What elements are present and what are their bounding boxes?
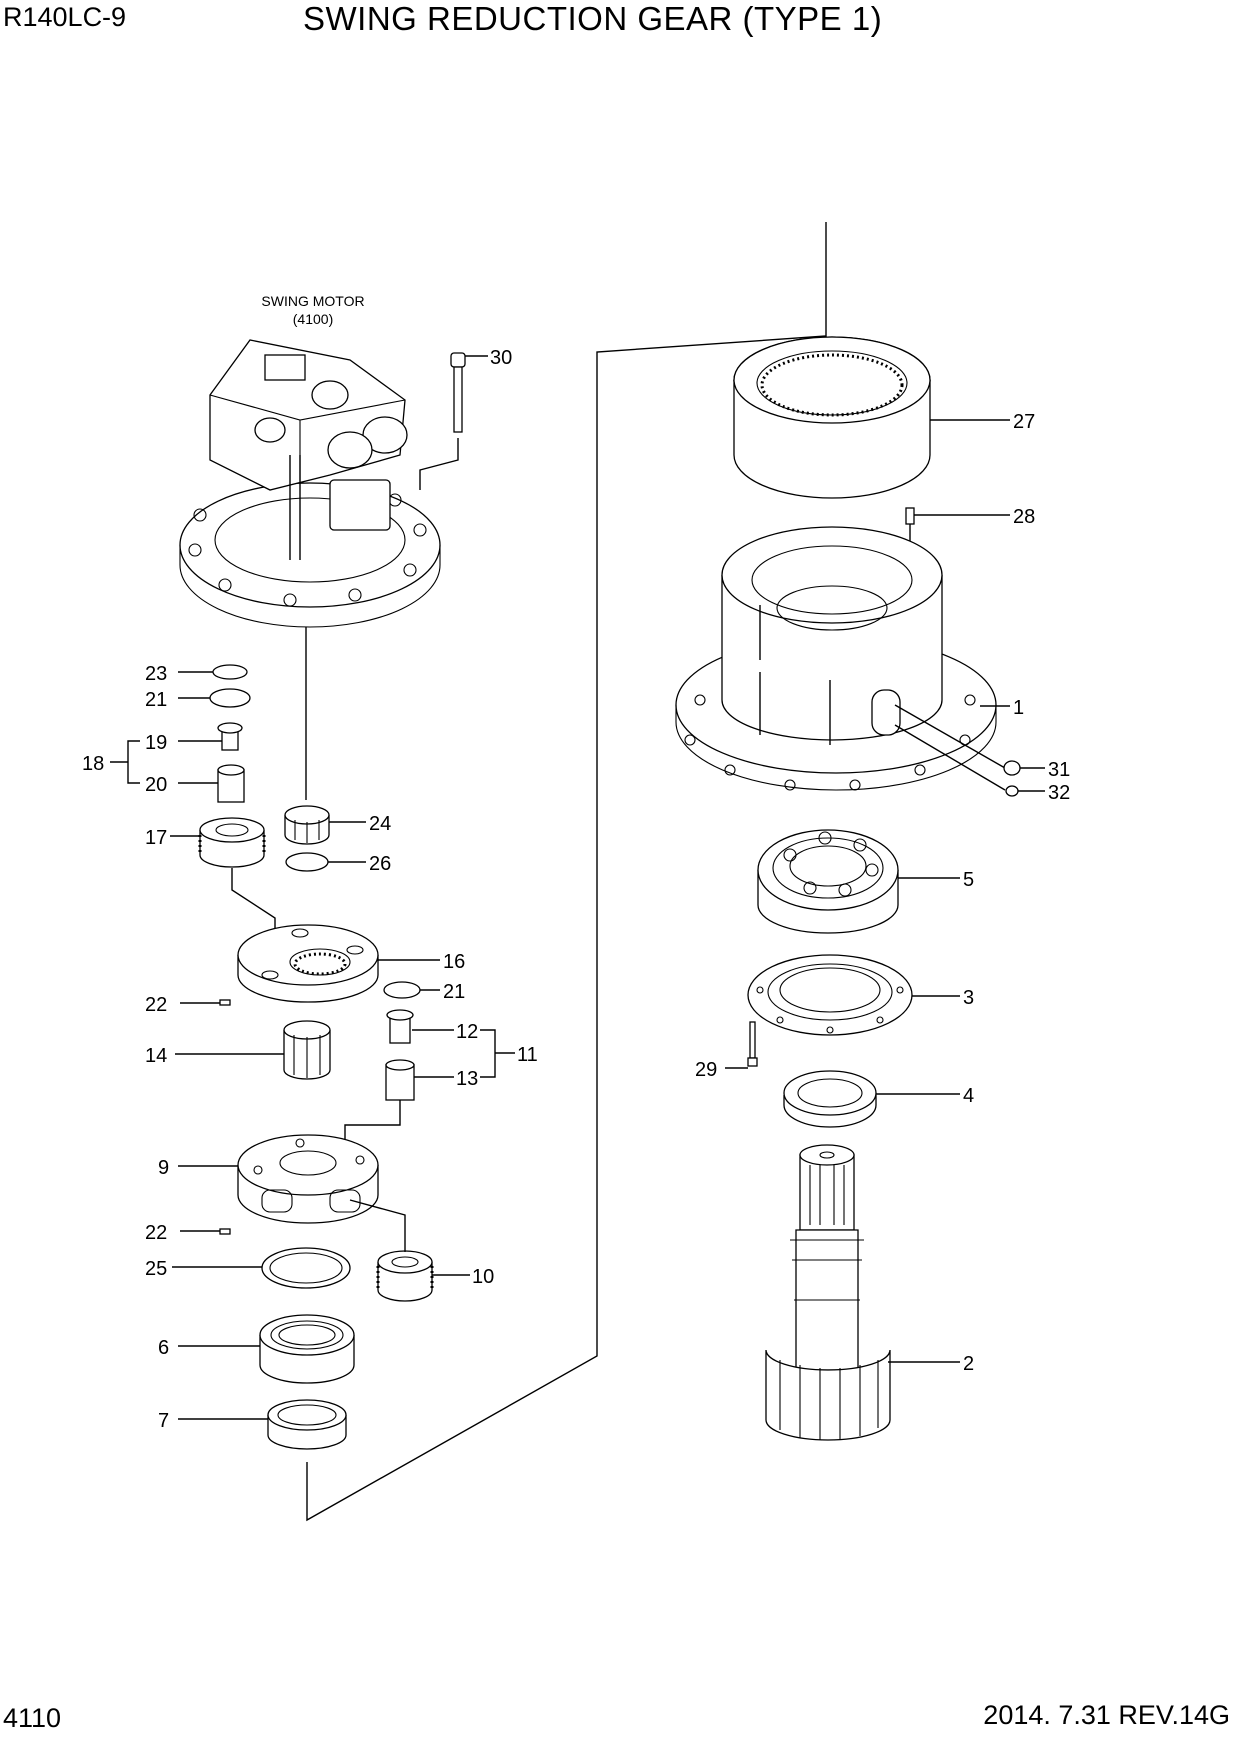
part-1-housing (675, 526, 997, 791)
part-13-bushing (385, 1059, 415, 1101)
revision-stamp: 2014. 7.31 REV.14G (983, 1700, 1230, 1730)
callout-27: 27 (1013, 411, 1035, 433)
part-19-pin (217, 722, 243, 751)
part-21-washer-2 (383, 981, 421, 999)
callout-13: 13 (456, 1068, 478, 1090)
callout-26: 26 (369, 853, 391, 875)
part-3-cover (747, 954, 913, 1036)
callout-28: 28 (1013, 506, 1035, 528)
model-number: R140LC-9 (3, 2, 127, 32)
callout-29: 29 (695, 1059, 717, 1081)
callout-14: 14 (145, 1045, 167, 1067)
part-2-pinion-shaft (765, 1144, 891, 1441)
part-16-carrier (237, 924, 379, 1003)
callout-23: 23 (145, 663, 167, 685)
part-21-washer (209, 688, 251, 708)
callout-19: 19 (145, 732, 167, 754)
part-26-ring (285, 852, 329, 872)
callout-22-lower: 22 (145, 1222, 167, 1244)
part-9-carrier (237, 1134, 379, 1224)
assembly-boundary-line (306, 222, 827, 1522)
callout-32: 32 (1048, 782, 1070, 804)
part-7-collar (267, 1399, 347, 1450)
callout-7: 7 (158, 1410, 169, 1432)
callout-16: 16 (443, 951, 465, 973)
callout-12: 12 (456, 1021, 478, 1043)
callout-11: 11 (517, 1044, 538, 1066)
callout-10: 10 (472, 1266, 494, 1288)
part-10-planet-gear (376, 1250, 434, 1302)
callout-2: 2 (963, 1353, 974, 1375)
part-24-sun-gear (284, 805, 330, 845)
swing-motor-drawing (179, 339, 441, 628)
part-22-pin-lower (219, 1228, 231, 1235)
part-28-pin (905, 507, 915, 525)
part-14-gear (283, 1020, 331, 1080)
part-6-bearing (259, 1314, 355, 1384)
part-27-ring-gear (733, 336, 931, 499)
part-17-planet-gear (198, 817, 266, 868)
part-29-bolt (747, 1021, 758, 1067)
swing-motor-ref: (4100) (293, 311, 333, 327)
callout-30: 30 (490, 347, 512, 369)
part-4-seal (783, 1070, 877, 1128)
callout-24: 24 (369, 813, 391, 835)
part-32-plug (1005, 785, 1019, 797)
callout-18: 18 (82, 753, 104, 775)
part-30-bolt (450, 352, 466, 433)
callout-21-mid: 21 (443, 981, 465, 1003)
callout-6: 6 (158, 1337, 169, 1359)
part-22-pin-upper (219, 999, 231, 1006)
part-31-plug (1003, 760, 1021, 776)
callout-1: 1 (1013, 697, 1024, 719)
swing-motor-label: SWING MOTOR (261, 293, 364, 309)
callout-5: 5 (963, 869, 974, 891)
callout-21-top: 21 (145, 689, 167, 711)
callout-17: 17 (145, 827, 167, 849)
callout-9: 9 (158, 1157, 169, 1179)
callout-4: 4 (963, 1085, 974, 1107)
page-title: SWING REDUCTION GEAR (TYPE 1) (303, 0, 883, 37)
callout-25: 25 (145, 1258, 167, 1280)
part-5-bearing (757, 829, 899, 934)
callout-22-upper: 22 (145, 994, 167, 1016)
page-number: 4110 (3, 1703, 62, 1733)
callout-3: 3 (963, 987, 974, 1009)
callout-31: 31 (1048, 759, 1070, 781)
part-20-bushing (217, 764, 245, 803)
callout-20: 20 (145, 774, 167, 796)
part-12-pin (386, 1009, 414, 1044)
part-25-thrust-ring (261, 1247, 351, 1289)
part-23-snap-ring (212, 664, 248, 680)
